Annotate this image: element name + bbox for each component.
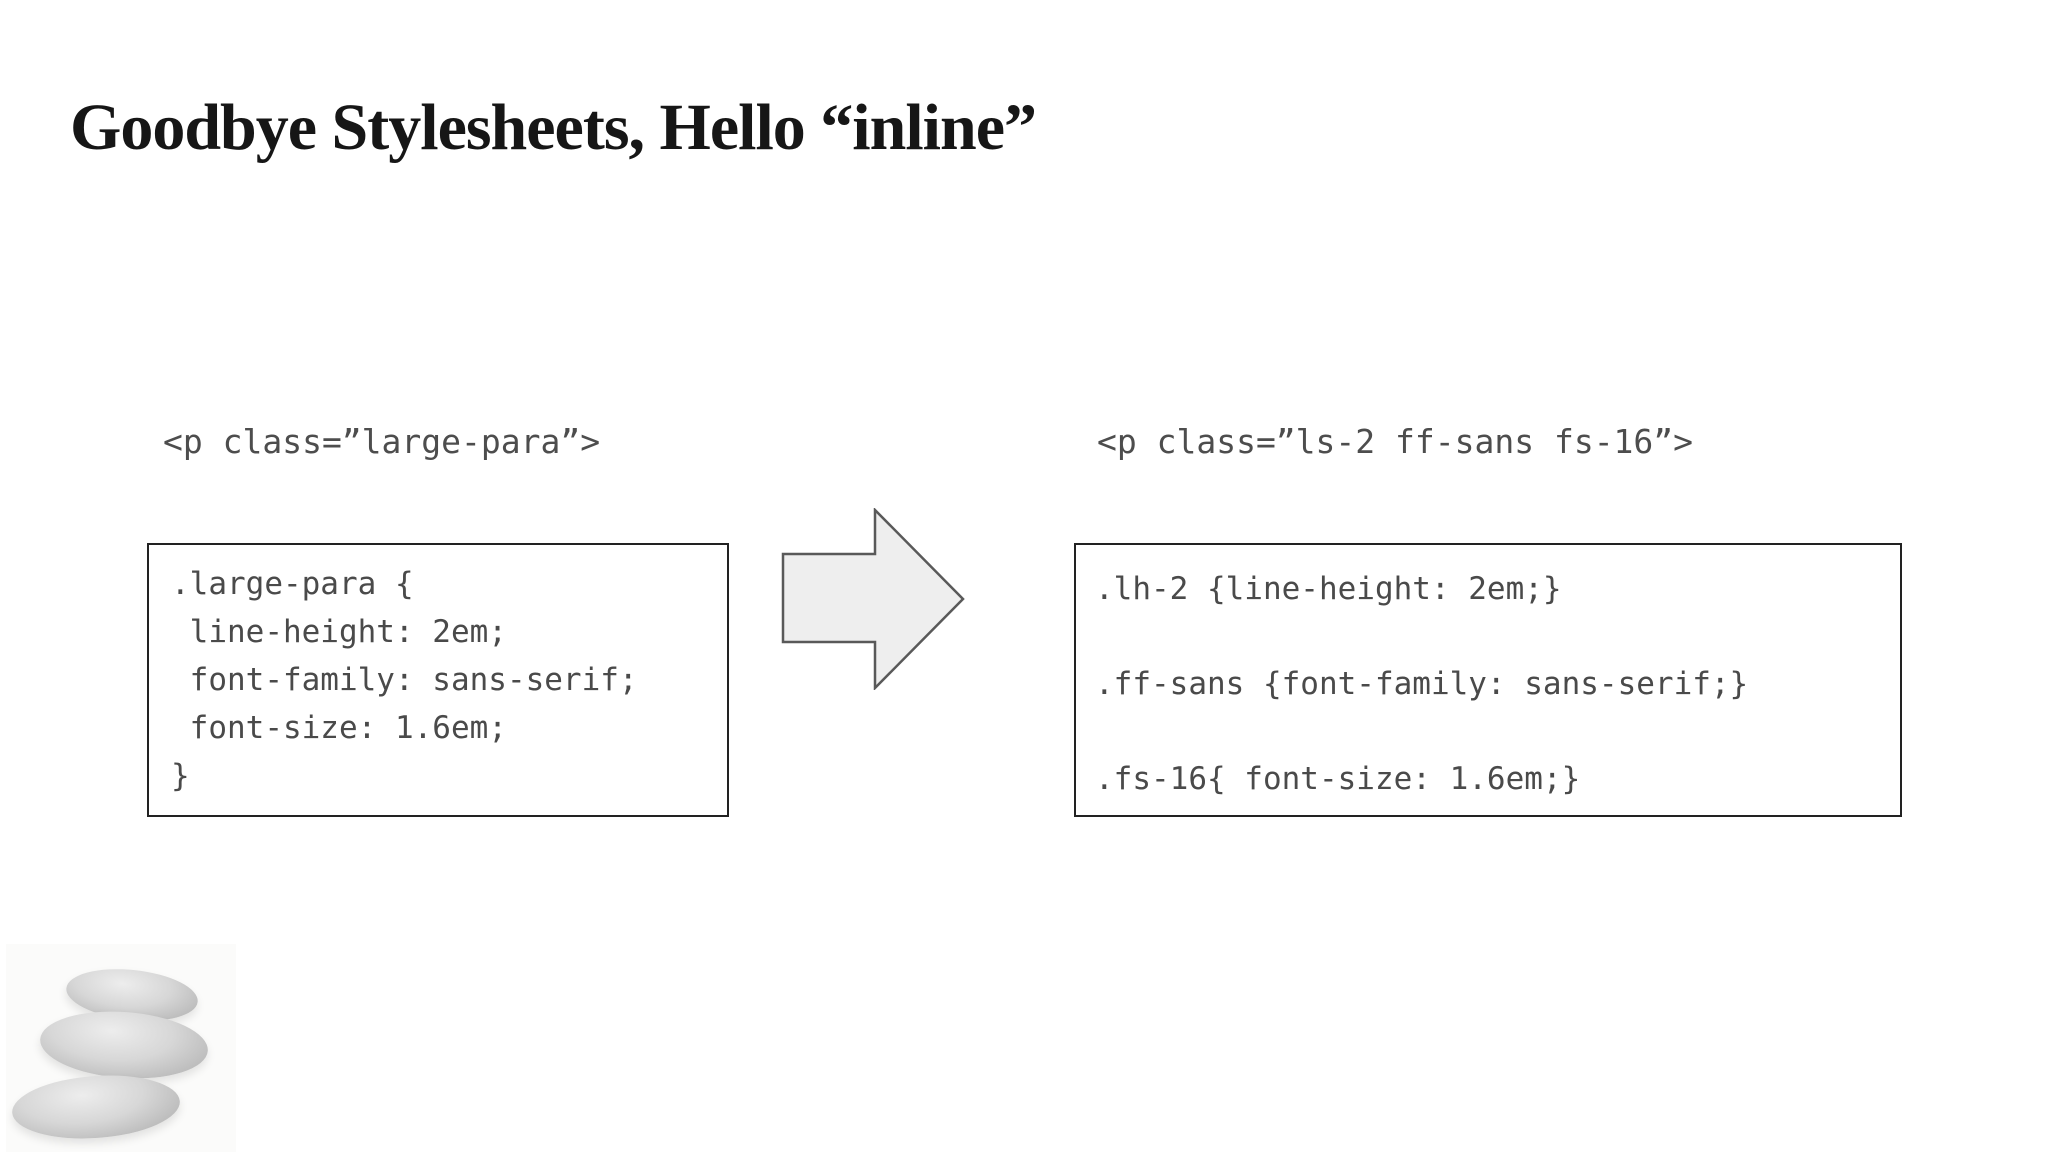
after-markup-label: <p class=”ls-2 ff-sans fs-16”> [1097, 422, 1694, 461]
stone-bottom [10, 1070, 182, 1144]
before-css-code: .large-para { line-height: 2em; font-fam… [171, 566, 638, 794]
right-arrow-shape [781, 506, 965, 692]
stone-middle [37, 1006, 211, 1084]
transform-arrow [781, 506, 965, 692]
after-css-code: .lh-2 {line-height: 2em;} .ff-sans {font… [1095, 571, 1749, 797]
right-arrow-icon [781, 506, 965, 692]
slide-title: Goodbye Stylesheets, Hello “inline” [70, 91, 1037, 165]
before-css-box: .large-para { line-height: 2em; font-fam… [147, 543, 729, 817]
after-css-box: .lh-2 {line-height: 2em;} .ff-sans {font… [1074, 543, 1902, 817]
before-markup-label: <p class=”large-para”> [163, 422, 601, 461]
zen-stones-image [6, 944, 236, 1152]
